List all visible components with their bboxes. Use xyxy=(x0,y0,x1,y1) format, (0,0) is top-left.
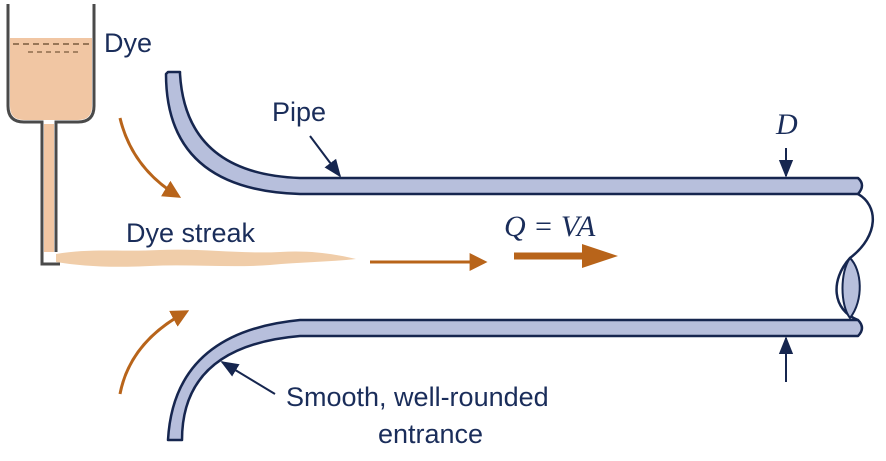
entrance-label-line1: Smooth, well-rounded xyxy=(286,382,549,412)
inflow-arrow-top xyxy=(118,117,182,198)
diameter-label: D xyxy=(775,108,798,141)
pipe-cutaway-end xyxy=(835,192,874,322)
dye-feed-tube xyxy=(44,124,54,252)
pipe-lower-wall xyxy=(166,318,864,442)
entrance-label-line2: entrance xyxy=(378,419,483,449)
pipe-label: Pipe xyxy=(272,97,326,127)
flow-equation-label: Q = VA xyxy=(504,210,596,243)
dye-liquid xyxy=(10,38,92,120)
flow-arrow-main xyxy=(514,244,618,268)
dye-streak-label: Dye streak xyxy=(126,218,256,248)
dye-streak xyxy=(56,249,356,267)
pipe-upper-wall xyxy=(164,70,864,196)
dye-reservoir xyxy=(6,4,96,266)
inflow-arrow-bottom xyxy=(118,310,190,395)
entrance-leader-line xyxy=(220,361,276,395)
reservoir-outline xyxy=(6,4,96,266)
dye-label: Dye xyxy=(104,28,152,58)
pipe-leader-line xyxy=(309,135,342,178)
